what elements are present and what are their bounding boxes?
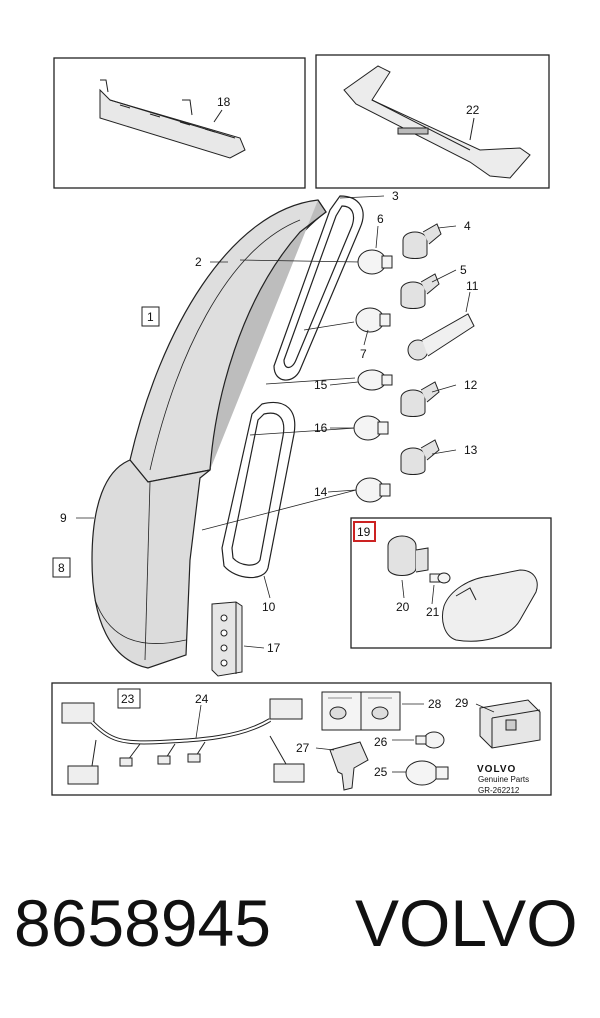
marker-lens — [442, 569, 538, 642]
callout-8: 8 — [58, 561, 65, 575]
callout-5: 5 — [460, 263, 467, 277]
wiring-harness-24-drawing — [61, 698, 305, 785]
badge-line1: Genuine Parts — [478, 775, 529, 784]
terminal-block-17-drawing — [211, 601, 243, 677]
callout-28: 28 — [428, 697, 442, 711]
detail-box-harness — [51, 682, 552, 796]
callout-20: 20 — [396, 600, 410, 614]
callout-leaders — [76, 195, 471, 649]
callout-1: 1 — [147, 310, 154, 324]
callout-10: 10 — [262, 600, 276, 614]
brand-name: VOLVO — [355, 886, 578, 960]
callout-24: 24 — [195, 692, 209, 706]
footer: 8658945 VOLVO — [0, 890, 600, 990]
callout-19: 19 — [357, 525, 371, 539]
parts-diagram: 18 22 — [51, 54, 552, 796]
detail-box-19 — [350, 517, 552, 649]
detail-box-18 — [53, 57, 306, 189]
bracket-18-drawing — [99, 79, 246, 159]
callout-7: 7 — [360, 347, 367, 361]
callout-box-19 — [353, 521, 376, 542]
leader-lines — [201, 259, 361, 531]
callout-11: 11 — [466, 279, 479, 293]
badge-brand: VOLVO — [477, 764, 516, 775]
socket-20 — [387, 535, 429, 576]
socket-12 — [400, 381, 440, 417]
socket-5 — [400, 273, 440, 309]
bulb-21 — [429, 572, 451, 584]
callout-9: 9 — [60, 511, 67, 525]
callout-2: 2 — [195, 255, 202, 269]
callout-15: 15 — [314, 378, 328, 392]
callout-27: 27 — [296, 741, 310, 755]
part-number: 8658945 — [14, 886, 271, 960]
spoiler-22-drawing — [343, 65, 531, 179]
callout-17: 17 — [267, 641, 281, 655]
badge-line2: GR-262212 — [478, 786, 520, 795]
callout-23: 23 — [121, 692, 135, 706]
callout-21: 21 — [426, 605, 440, 619]
callout-26: 26 — [374, 735, 388, 749]
label-sheet-28-drawing — [321, 691, 401, 731]
sockets-drawing — [400, 223, 475, 475]
bulb-15 — [357, 369, 393, 391]
callout-6: 6 — [377, 212, 384, 226]
fuse-27-drawing — [329, 741, 369, 791]
callout-29: 29 — [455, 696, 469, 710]
gasket-10-drawing — [221, 402, 296, 579]
connector-29-drawing — [479, 699, 541, 749]
callout-box-1 — [141, 306, 160, 327]
socket-11 — [407, 313, 475, 361]
socket-4 — [402, 223, 442, 259]
lamp-upper-2-drawing — [129, 199, 327, 483]
callout-16: 16 — [314, 421, 328, 435]
callout-22: 22 — [466, 103, 480, 117]
callout-13: 13 — [464, 443, 478, 457]
bulb-14 — [355, 477, 391, 503]
bulb-16 — [353, 415, 389, 441]
callout-3: 3 — [392, 189, 399, 203]
bulb-7 — [355, 307, 391, 333]
callout-12: 12 — [464, 378, 478, 392]
callout-18: 18 — [217, 95, 231, 109]
gasket-3-drawing — [273, 195, 364, 381]
bulbs-drawing — [353, 249, 393, 503]
callout-box-8 — [52, 557, 71, 578]
callout-25: 25 — [374, 765, 388, 779]
callout-box-23 — [117, 688, 141, 709]
bulb-25-drawing — [405, 760, 449, 786]
callout-14: 14 — [314, 485, 328, 499]
socket-13 — [400, 439, 440, 475]
callout-4: 4 — [464, 219, 471, 233]
side-marker-drawing — [387, 535, 538, 642]
detail-box-22 — [315, 54, 550, 189]
lamp-lower-9-drawing — [91, 459, 211, 669]
bulb-6 — [357, 249, 393, 275]
bulb-26-drawing — [415, 731, 445, 749]
